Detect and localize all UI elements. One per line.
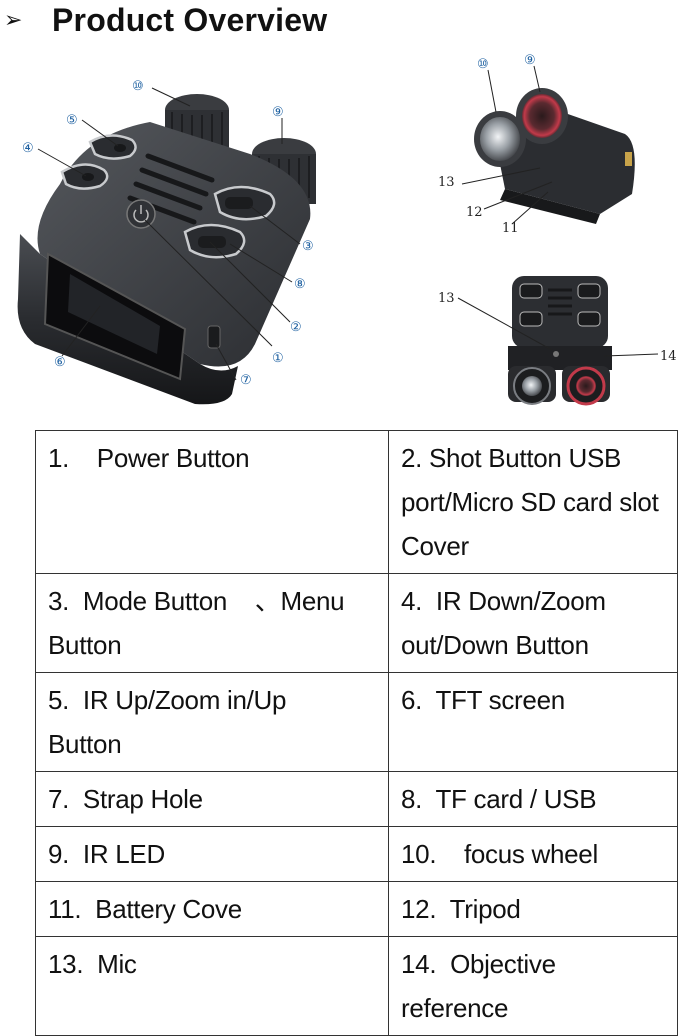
callout-6: ⑥: [54, 355, 66, 370]
callout-9-front: ⑨: [524, 53, 536, 68]
callout-13-front: 13: [438, 175, 455, 190]
feature-table: 1. Power Button 2. Shot Button USB port/…: [35, 430, 678, 1036]
table-row: 5. IR Up/Zoom in/Up Button 6. TFT screen: [35, 672, 678, 772]
table-cell: 9. IR LED: [35, 826, 389, 882]
table-cell: 5. IR Up/Zoom in/Up Button: [35, 672, 389, 772]
table-cell: 10. focus wheel: [388, 826, 678, 882]
callout-3: ③: [302, 239, 314, 254]
table-row: 11. Battery Cove 12. Tripod: [35, 881, 678, 937]
top-view-illustration: [508, 276, 612, 406]
callout-10-front: ⑩: [477, 57, 489, 72]
table-cell: 2. Shot Button USB port/Micro SD card sl…: [388, 430, 678, 574]
callout-11-front: 11: [502, 221, 519, 236]
leader-lines-main: [37, 87, 301, 381]
table-cell: 12. Tripod: [388, 881, 678, 937]
callout-9: ⑨: [272, 105, 284, 120]
table-cell: 14. Objective reference: [388, 936, 678, 1036]
table-row: 9. IR LED 10. focus wheel: [35, 826, 678, 882]
callout-14-top: 14: [660, 349, 677, 364]
callout-5: ⑤: [66, 113, 78, 128]
main-device-illustration: [17, 94, 316, 405]
callout-4: ④: [22, 141, 34, 156]
callout-8: ⑧: [294, 277, 306, 292]
table-cell: 11. Battery Cove: [35, 881, 389, 937]
callout-13-top: 13: [438, 291, 455, 306]
table-row: 7. Strap Hole 8. TF card / USB: [35, 771, 678, 827]
table-cell: 6. TFT screen: [388, 672, 678, 772]
page-title: Product Overview: [52, 1, 328, 38]
table-cell: 4. IR Down/Zoom out/Down Button: [388, 573, 678, 673]
table-cell: 13. Mic: [35, 936, 389, 1036]
callout-12-front: 12: [466, 205, 483, 220]
table-row: 3. Mode Button 、Menu Button 4. IR Down/Z…: [35, 573, 678, 673]
table-cell: 7. Strap Hole: [35, 771, 389, 827]
callout-1: ①: [272, 351, 284, 366]
callout-7: ⑦: [240, 373, 252, 388]
arrow-bullet-icon: ➢: [4, 7, 23, 33]
table-cell: 8. TF card / USB: [388, 771, 678, 827]
callout-2: ②: [290, 320, 302, 335]
table-cell: 3. Mode Button 、Menu Button: [35, 573, 389, 673]
table-row: 1. Power Button 2. Shot Button USB port/…: [35, 430, 678, 574]
section-header: ➢ Product Overview: [0, 0, 327, 40]
front-view-illustration: [474, 88, 635, 224]
callout-10: ⑩: [132, 79, 144, 94]
table-cell: 1. Power Button: [35, 430, 389, 574]
product-diagram: ⑩ ⑨ ⑤ ④ ③ ⑧ ② ① ⑦ ⑥ ⑩ ⑨ 13 12 11: [17, 53, 677, 406]
table-row: 13. Mic 14. Objective reference: [35, 936, 678, 1036]
